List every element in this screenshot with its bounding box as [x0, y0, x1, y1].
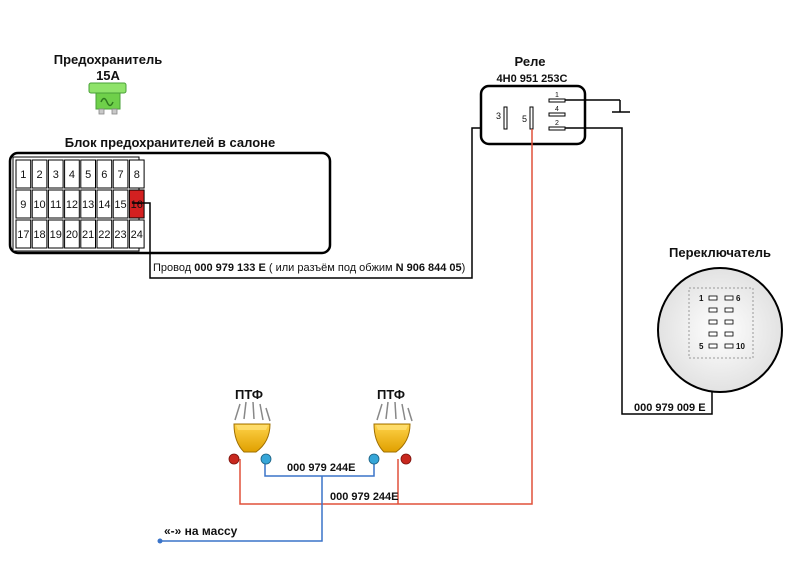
- fuse-title: Предохранитель: [54, 52, 162, 67]
- relay-pin-2: 2: [555, 120, 559, 127]
- fuse-slot-19: [47, 219, 64, 249]
- fuse-slot-9: [15, 189, 32, 219]
- fuse-slot-label-2: 2: [36, 169, 42, 181]
- fuse-slot-label-15: 15: [114, 199, 126, 211]
- fuse-slot-18: [31, 219, 48, 249]
- fuse-slot-11: [47, 189, 64, 219]
- fuse-slot-24: [128, 219, 145, 249]
- fuse-slot-2: [31, 159, 48, 189]
- wire-fuse-part2: N 906 844 05: [396, 262, 462, 274]
- fog-left-plus-terminal: [228, 453, 240, 465]
- fuse-slot-label-18: 18: [33, 229, 45, 241]
- fuse-slot-21: [80, 219, 97, 249]
- fuse-slot-label-23: 23: [114, 229, 126, 241]
- switch-frame: [688, 287, 754, 359]
- fog-right-label: ПТФ: [377, 387, 405, 402]
- wire-fuse-part1: 000 979 133 E: [194, 262, 266, 274]
- wire-fuse-to-relay: [132, 127, 480, 279]
- switch-pin-10: 10: [736, 342, 745, 351]
- fuse-slot-label-6: 6: [101, 169, 107, 181]
- fuse-slot-label-8: 8: [134, 169, 140, 181]
- fuse-rating: 15A: [96, 68, 120, 83]
- fuse-slot-label-11: 11: [50, 199, 61, 211]
- relay-pin-5: 5: [522, 114, 527, 124]
- wire-red-power: [239, 129, 533, 505]
- fuse-slot-12: [64, 189, 80, 219]
- switch-pin-6: 6: [736, 294, 741, 303]
- fog-right-lamp-icon: [373, 401, 413, 453]
- fuse-slot-label-14: 14: [98, 199, 110, 211]
- fuse-slot-label-16: 16: [131, 199, 143, 211]
- wire-switch-label: 000 979 009 E: [634, 402, 706, 414]
- wire-blue-ground: [264, 459, 375, 477]
- fuse-block-title: Блок предохранителей в салоне: [65, 135, 275, 150]
- fuse-slot-10: [31, 189, 48, 219]
- wire-red-label: 000 979 244E: [330, 491, 399, 503]
- ground-point: [157, 538, 163, 544]
- fuse-slot-16: [128, 189, 145, 219]
- relay-title: Реле: [515, 54, 546, 69]
- fog-left-minus-terminal: [260, 453, 272, 465]
- fuse-slot-7: [112, 159, 129, 189]
- fuse-slot-1: [15, 159, 32, 189]
- fuse-slot-17: [15, 219, 32, 249]
- fuse-slot-label-22: 22: [98, 229, 110, 241]
- fuse-slot-20: [64, 219, 80, 249]
- wire-fuse-suffix: ): [462, 262, 466, 274]
- wire-blue-label: 000 979 244E: [287, 462, 356, 474]
- fuse-slot-label-20: 20: [66, 229, 78, 241]
- switch-body: [657, 267, 783, 393]
- fuse-slot-label-13: 13: [82, 199, 94, 211]
- fog-right-plus-terminal: [400, 453, 412, 465]
- fuse-slot-label-19: 19: [50, 229, 62, 241]
- wire-fuse-label: Провод 000 979 133 E ( или разъём под об…: [153, 262, 465, 274]
- fuse-slot-5: [80, 159, 97, 189]
- fuse-slot-label-10: 10: [33, 199, 45, 211]
- fuse-slot-6: [96, 159, 113, 189]
- relay-pin-4: 4: [555, 106, 559, 113]
- fog-left-lamp-icon: [233, 401, 271, 453]
- fuse-slot-label-21: 21: [82, 229, 94, 241]
- fuse-slot-label-17: 17: [17, 229, 29, 241]
- fuse-slot-8: [128, 159, 145, 189]
- fuse-slot-label-5: 5: [85, 169, 91, 181]
- switch-title: Переключатель: [669, 245, 771, 260]
- fuse-slot-label-4: 4: [69, 169, 75, 181]
- fuse-slot-label-1: 1: [20, 169, 26, 181]
- fuse-icon: [88, 82, 127, 115]
- wire-fuse-prefix: Провод: [153, 262, 194, 274]
- fuse-slot-label-9: 9: [20, 199, 26, 211]
- relay-part-number: 4H0 951 253C: [497, 73, 568, 85]
- ground-symbol: [565, 99, 630, 113]
- fuse-slot-13: [80, 189, 97, 219]
- fuse-slot-3: [47, 159, 64, 189]
- wire-blue-to-ground: [160, 476, 323, 542]
- fog-right-minus-terminal: [368, 453, 380, 465]
- fog-left-label: ПТФ: [235, 387, 263, 402]
- switch-pin-5: 5: [699, 342, 704, 351]
- switch-contacts: [708, 295, 734, 349]
- relay-pin-3: 3: [496, 111, 501, 121]
- fuse-slot-15: [112, 189, 129, 219]
- fuse-slot-label-12: 12: [66, 199, 78, 211]
- fuse-slot-14: [96, 189, 113, 219]
- fuse-slot-label-24: 24: [131, 229, 143, 241]
- switch-pin-1: 1: [699, 294, 704, 303]
- fuse-slot-22: [96, 219, 113, 249]
- fuse-slot-label-7: 7: [117, 169, 123, 181]
- fuse-slot-23: [112, 219, 129, 249]
- relay-pin-1: 1: [555, 92, 559, 99]
- wire-fuse-middle: ( или разъём под обжим: [266, 262, 396, 274]
- fuse-slot-4: [64, 159, 80, 189]
- fuse-slot-label-3: 3: [53, 169, 59, 181]
- ground-label: «-» на массу: [164, 524, 238, 538]
